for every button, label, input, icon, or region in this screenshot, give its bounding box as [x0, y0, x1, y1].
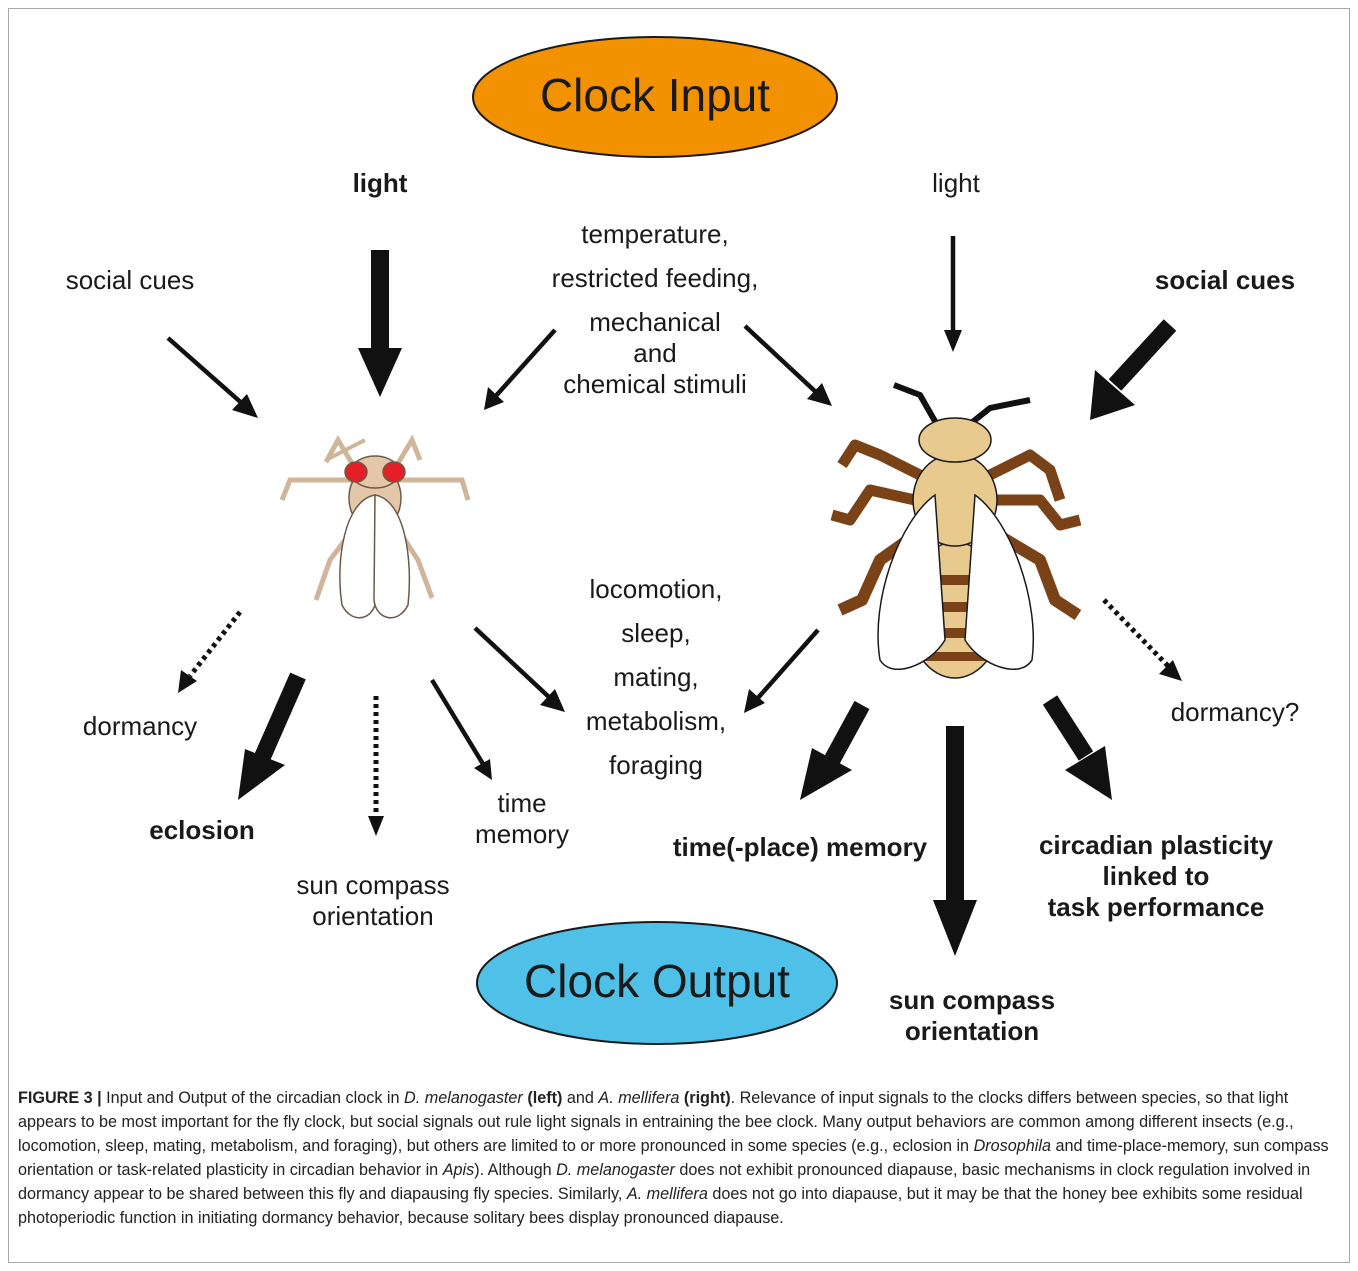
arrow-fly-dormancy — [178, 612, 240, 693]
clock-input-label: Clock Input — [474, 68, 836, 122]
arrow-bee-light — [944, 236, 962, 352]
arrow-bee-dormancy — [1104, 600, 1182, 681]
arrow-fly-to-shared-outputs — [475, 628, 565, 712]
fly-social-cues-label: social cues — [40, 265, 220, 296]
arrow-bee-plasticity — [1050, 700, 1112, 800]
arrow-bee-time-place — [800, 705, 862, 800]
arrow-fly-eclosion — [238, 676, 298, 800]
honey-bee-icon — [832, 385, 1080, 678]
shared-inputs-label: temperature, restricted feeding, mechani… — [520, 219, 790, 400]
bee-social-cues-label: social cues — [1130, 265, 1320, 296]
fly-dormancy-label: dormancy — [60, 711, 220, 742]
clock-output-label: Clock Output — [477, 954, 837, 1008]
caption-label: FIGURE 3 | — [18, 1089, 102, 1107]
arrow-fly-sun-compass — [368, 696, 384, 836]
arrow-fly-social — [168, 338, 258, 418]
fly-sun-compass-label: sun compass orientation — [262, 870, 484, 932]
bee-sun-compass-label: sun compass orientation — [862, 985, 1082, 1047]
figure-caption: FIGURE 3 | Input and Output of the circa… — [18, 1086, 1336, 1230]
fly-eclosion-label: eclosion — [122, 815, 282, 846]
arrow-fly-light — [358, 250, 402, 397]
fly-light-label: light — [330, 168, 430, 199]
fly-time-memory-label: time memory — [452, 788, 592, 850]
arrow-bee-social — [1090, 325, 1170, 420]
bee-time-place-memory-label: time(-place) memory — [650, 832, 950, 863]
shared-outputs-label: locomotion, sleep, mating, metabolism, f… — [556, 574, 756, 781]
bee-light-label: light — [906, 168, 1006, 199]
fruit-fly-icon — [282, 440, 468, 618]
bee-dormancy-label: dormancy? — [1150, 697, 1320, 728]
arrow-fly-time-memory — [432, 680, 492, 780]
bee-plasticity-label: circadian plasticity linked to task perf… — [1010, 830, 1302, 923]
